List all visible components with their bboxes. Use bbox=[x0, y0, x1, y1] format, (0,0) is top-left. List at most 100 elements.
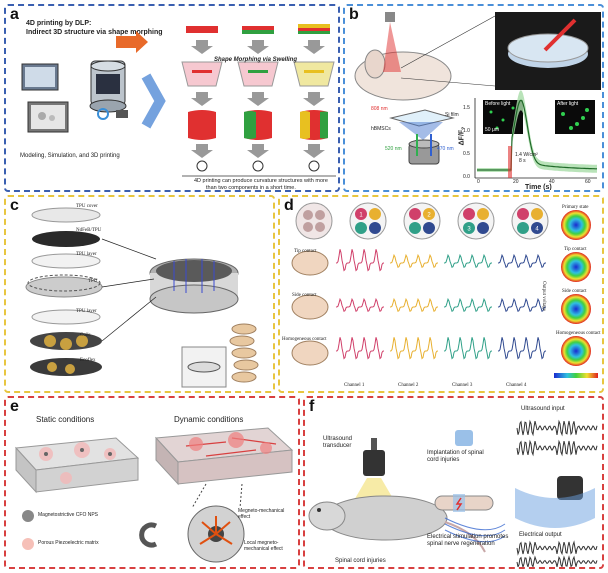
laser-label: 808 nm bbox=[371, 106, 388, 112]
signal-trace bbox=[389, 337, 439, 360]
channel-disc-dot bbox=[463, 222, 475, 234]
cells-dots bbox=[489, 106, 589, 130]
panel-c-illustration bbox=[25, 207, 259, 388]
panel-d: d 1 2 3 4 bbox=[278, 195, 604, 393]
channel-disc-dot bbox=[355, 208, 367, 220]
channel-disc-2 bbox=[403, 202, 441, 240]
colorbar bbox=[554, 373, 598, 378]
signal-trace bbox=[389, 253, 438, 269]
layer-label-5: Coils bbox=[80, 333, 91, 338]
channel-disc-1 bbox=[349, 202, 387, 240]
channel-disc-dot bbox=[531, 208, 543, 220]
layer-label-1: NdFeB/TPU bbox=[76, 228, 102, 233]
panel-b-chart bbox=[474, 90, 597, 179]
signal-trace bbox=[335, 249, 385, 272]
layer-label-0: TPU cover bbox=[76, 204, 98, 209]
pulse-label-2: 8 s bbox=[519, 158, 526, 164]
before-label: Before light bbox=[485, 101, 511, 107]
channel-disc-number: 4 bbox=[535, 227, 539, 233]
local-effect-label: Local megneto-mechanical effect bbox=[244, 540, 283, 552]
row-label-homo: Homogeneous contact bbox=[282, 337, 327, 342]
panel-a-title-line2: Indirect 3D structure via shape morphing bbox=[26, 29, 163, 36]
input-label: Ultrasound input bbox=[521, 406, 565, 412]
injury-label: Spinal cord injuries bbox=[335, 558, 386, 564]
panel-letter-e: e bbox=[10, 398, 19, 415]
after-label: After light bbox=[557, 101, 579, 107]
channel-disc-dot bbox=[369, 222, 381, 234]
panel-e-illustration bbox=[14, 427, 294, 563]
light-pulse-marker bbox=[508, 146, 512, 178]
channel-disc-dot bbox=[369, 208, 381, 220]
heatmap-label-2: Side contact bbox=[562, 289, 587, 294]
y-tick-1: 0.5 bbox=[463, 151, 470, 157]
ultrasound-input-wave bbox=[516, 439, 598, 457]
heatmap-label-1: Tip contact bbox=[564, 247, 587, 252]
x-tick-0: 0 bbox=[477, 179, 480, 185]
ultrasound-input-wave bbox=[516, 419, 598, 437]
heatmaps bbox=[561, 210, 591, 366]
panel-d-illustration: 1 2 3 4 bbox=[291, 202, 598, 378]
panel-a-left-caption: Modeling, Simulation, and 3D printing bbox=[20, 153, 120, 159]
x-tick-1: 20 bbox=[513, 179, 519, 185]
channel-disc-number: 2 bbox=[427, 213, 431, 219]
panel-letter-d: d bbox=[284, 197, 294, 214]
channel-disc-dot bbox=[531, 222, 543, 234]
green-label: 520 nm bbox=[385, 146, 402, 152]
after-micrograph bbox=[555, 100, 595, 134]
scale-label: 50 μm bbox=[485, 127, 499, 133]
channel-label-2: Channel 2 bbox=[398, 383, 419, 388]
trace-line bbox=[477, 99, 597, 171]
channel-disc-dot bbox=[409, 222, 421, 234]
mm-effect-label: Megneto-mechanical effect bbox=[238, 508, 285, 520]
channel-disc-number: 1 bbox=[359, 213, 363, 219]
channel-disc-4 bbox=[511, 202, 549, 240]
panel-letter-b: b bbox=[349, 6, 359, 23]
panel-letter-c: c bbox=[10, 197, 19, 214]
arrow-right-icon bbox=[116, 31, 148, 53]
channel-disc-number: 3 bbox=[467, 227, 471, 233]
stim-label: Electrical stimulation promotes spinal n… bbox=[427, 534, 509, 547]
row-label-side: Side contact bbox=[292, 293, 317, 298]
film-label: Si film bbox=[445, 112, 459, 118]
panel-letter-f: f bbox=[309, 398, 315, 415]
panel-c: c TPU cover NdFeB/TPU TPU layer TPU TP bbox=[4, 195, 275, 393]
y-tick-3: 1.5 bbox=[463, 105, 470, 111]
panel-a: a 4D printing by DLP: Indirect 3D struct… bbox=[4, 4, 340, 192]
panel-f-illustration bbox=[308, 419, 598, 567]
signal-trace bbox=[335, 337, 385, 360]
cells-label: hBMSCs bbox=[371, 126, 391, 132]
channel-label-4: Channel 4 bbox=[506, 383, 527, 388]
implant-label: Implantation of spinal cord injuries bbox=[427, 450, 484, 463]
panel-a-bottom-line2: than two components in a short time. bbox=[206, 185, 296, 191]
output-label: Electrical output bbox=[519, 532, 562, 538]
channel-disc-dot bbox=[517, 208, 529, 220]
signal-trace bbox=[389, 297, 438, 313]
signal-trace bbox=[497, 253, 546, 269]
channel-disc-3 bbox=[457, 202, 495, 240]
panel-b: b 808 nm Si film hBMSCs 520 nm 470 nm bbox=[343, 4, 604, 192]
y-tick-2: 1.0 bbox=[463, 128, 470, 134]
blue-label: 470 nm bbox=[437, 146, 454, 152]
panel-a-title-line1: 4D printing by DLP: bbox=[26, 20, 92, 27]
panel-a-bottom-line1: 4D printing can produce curvature struct… bbox=[194, 178, 328, 184]
x-tick-3: 60 bbox=[585, 179, 591, 185]
channel-disc-dot bbox=[477, 208, 489, 220]
output-voltage-label: Output voltage bbox=[540, 281, 546, 311]
signal-trace bbox=[335, 297, 384, 313]
channel-disc-dot bbox=[355, 222, 367, 234]
signal-trace bbox=[497, 337, 547, 360]
heatmap-label-0: Primary state bbox=[562, 205, 589, 210]
layer-label-6: Ecoflex bbox=[80, 358, 96, 363]
signal-trace bbox=[497, 297, 546, 313]
pulse-label-1: 1.4 W/cm² bbox=[515, 152, 538, 158]
heatmap-label-3: Homogeneous contact bbox=[556, 331, 601, 336]
channel-disc-dot bbox=[477, 222, 489, 234]
layer-label-2: TPU layer bbox=[76, 252, 97, 257]
channel-disc-dot bbox=[463, 208, 475, 220]
panel-a-morph-label: Shape Morphing via Swelling bbox=[214, 57, 298, 63]
layer-label-4: TPU layer bbox=[76, 309, 97, 314]
legend-matrix: Porous Piezoelectric matrix bbox=[38, 540, 99, 546]
electrical-output-wave bbox=[516, 555, 598, 567]
channel-disc-dot bbox=[517, 222, 529, 234]
panel-f: f Ultrasound transducer Implantation of … bbox=[303, 396, 604, 569]
